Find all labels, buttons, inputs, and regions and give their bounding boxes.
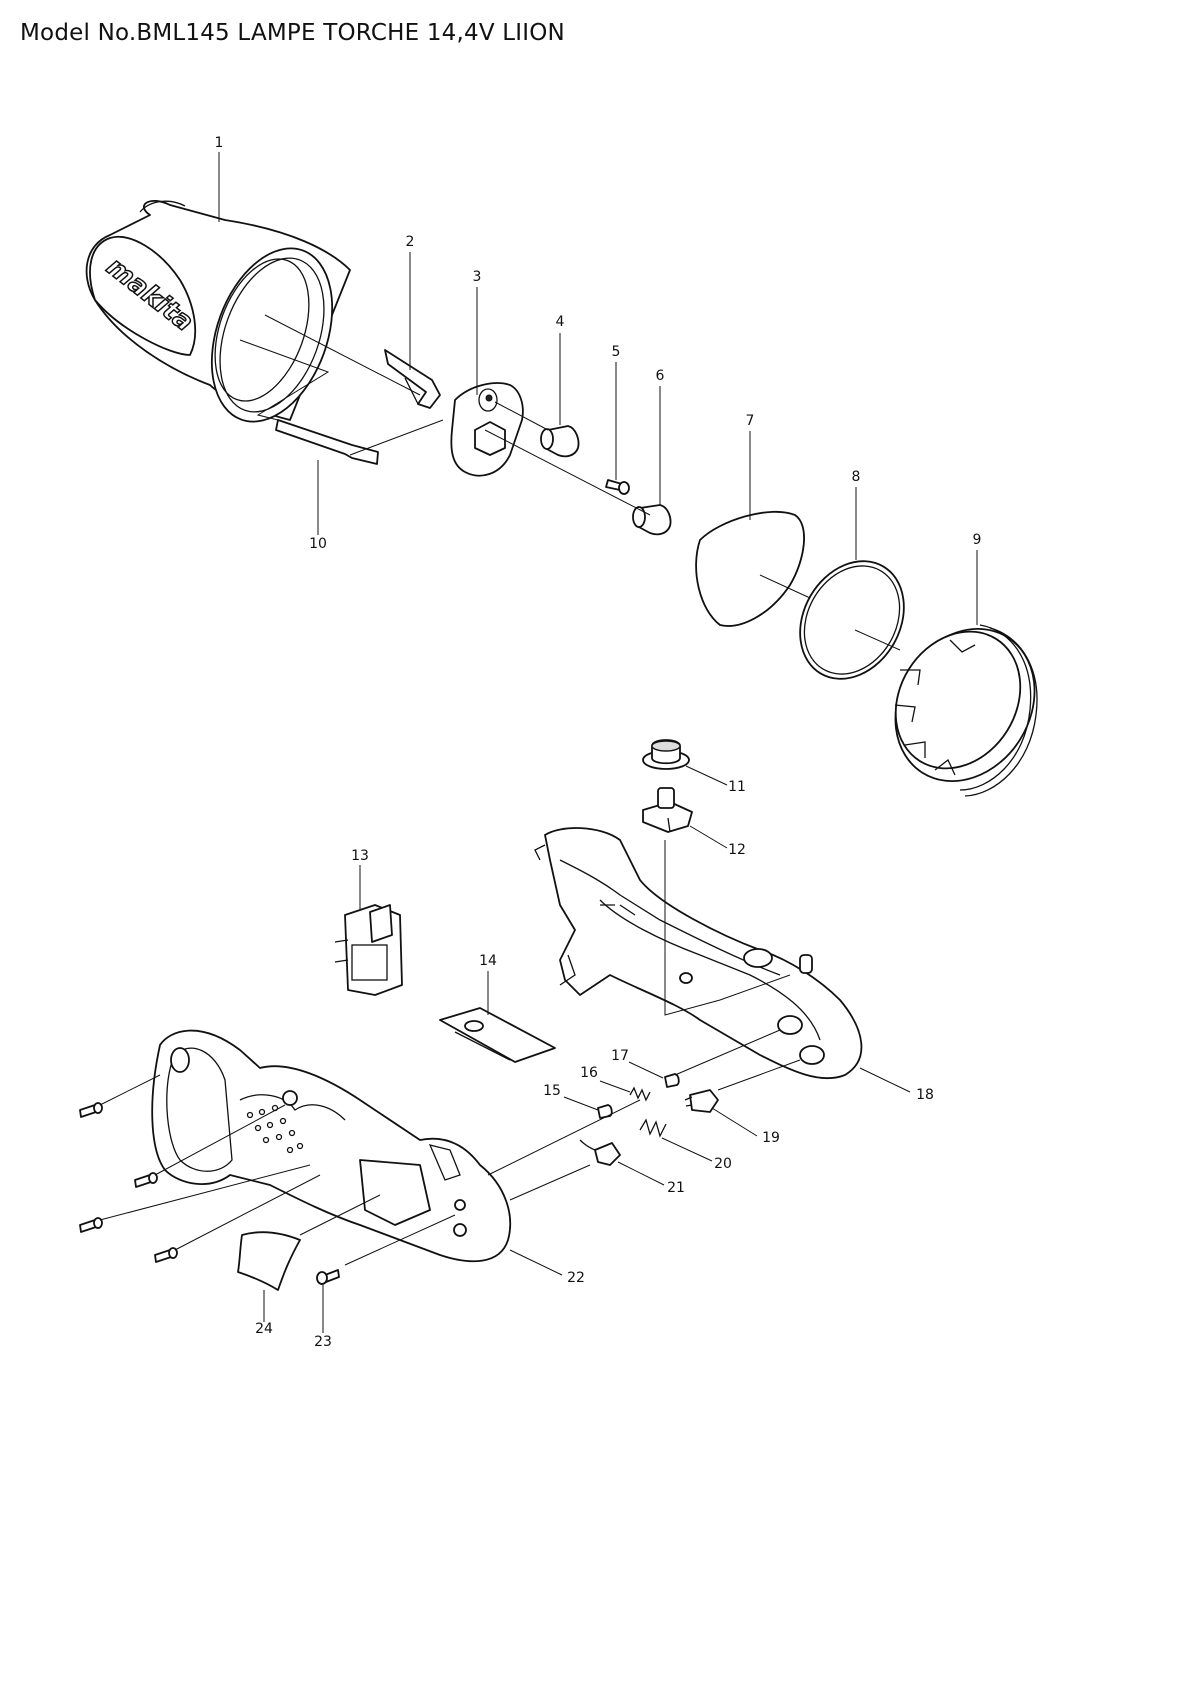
part-14-plate [439,1007,556,1063]
part-20-spring [639,1118,667,1138]
part-12-switch [642,787,693,833]
label-part-22: 22 [567,1270,585,1286]
part-11-switch-cap [642,739,690,770]
label-part-14: 14 [479,953,497,969]
part-9-bezel-ring [894,624,1038,797]
label-part-16: 16 [580,1065,598,1081]
label-part-17: 17 [611,1048,629,1064]
label-part-23: 23 [314,1334,332,1350]
label-part-2: 2 [406,234,415,250]
label-part-3: 3 [473,269,482,285]
label-part-8: 8 [852,469,861,485]
part-21-connector [579,1139,621,1166]
part-number-labels: 1 2 3 4 5 6 7 8 9 10 11 12 13 14 15 16 1… [215,135,982,1350]
label-part-12: 12 [728,842,746,858]
part-19-connector [684,1089,719,1113]
screws-left [79,1102,178,1263]
label-part-21: 21 [667,1180,685,1196]
label-part-13: 13 [351,848,369,864]
label-part-6: 6 [656,368,665,384]
part-7-reflector [695,511,805,627]
part-17-pin [664,1073,680,1088]
label-part-11: 11 [728,779,746,795]
leader-lines [218,152,978,1333]
part-5-screw [605,479,630,495]
part-8-lens [799,560,905,680]
label-part-5: 5 [612,344,621,360]
label-part-1: 1 [215,135,224,151]
part-13-battery-terminal [334,904,403,996]
label-part-4: 4 [556,314,565,330]
label-part-10: 10 [309,536,327,552]
diagram-title: Model No.BML145 LAMPE TORCHE 14,4V LIION [20,20,565,46]
label-part-9: 9 [973,532,982,548]
label-part-7: 7 [746,413,755,429]
part-15-pin [597,1104,613,1119]
assembly-lines [99,314,901,1266]
part-10-terminal [275,419,379,465]
part-18-housing-right [534,827,863,1080]
part-4-bulb [540,425,580,458]
label-part-20: 20 [714,1156,732,1172]
label-part-18: 18 [916,1087,934,1103]
part-23-screw [316,1269,340,1285]
part-24-cover [237,1231,301,1291]
part-2-terminal [384,349,441,409]
part-16-spring [629,1086,651,1102]
label-part-24: 24 [255,1321,273,1337]
label-part-15: 15 [543,1083,561,1099]
part-3-bulb-holder [450,382,524,477]
label-part-19: 19 [762,1130,780,1146]
part-1-head-housing: makita [85,200,351,423]
part-22-housing-left [151,1029,512,1263]
